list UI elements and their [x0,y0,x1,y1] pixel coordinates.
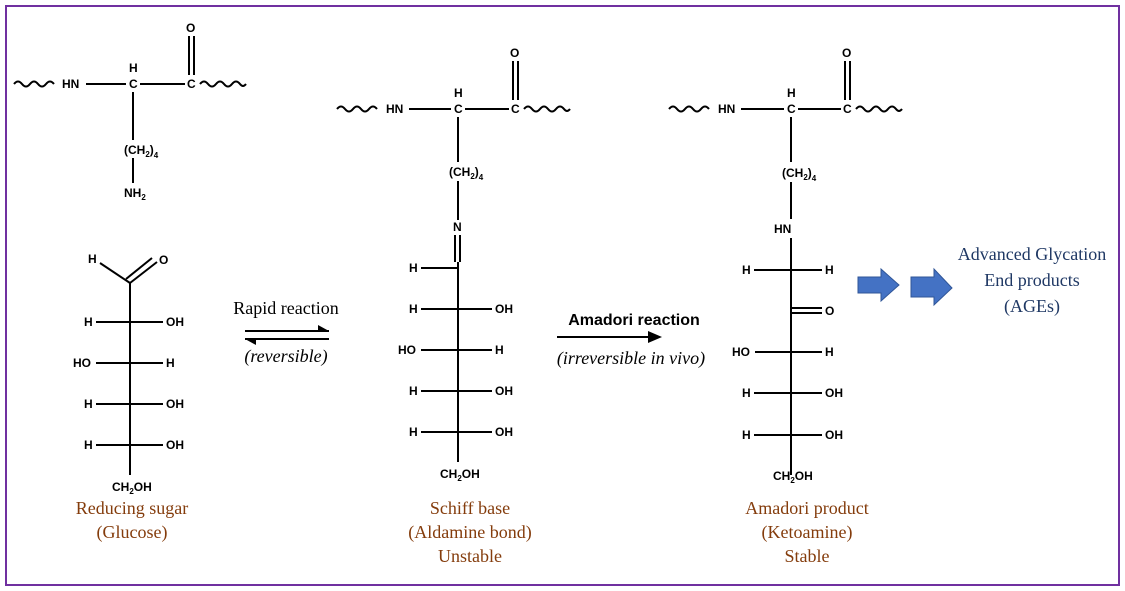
glucose-c3-h: H [166,356,175,370]
amadori-c3-h: H [825,345,834,359]
schiff-caption-line1: Schiff base [429,498,511,518]
ages-caption-line2: End products [984,270,1080,290]
amadori-amine-hn: HN [774,222,791,236]
amadori-ch2oh: CH2OH [773,469,813,485]
amadori-alpha-c: C [787,102,796,116]
amadori-c1-h-right: H [825,263,834,277]
amadori-reaction-note: (irreversible in vivo) [556,348,706,368]
amadori-keto-o: O [825,304,834,318]
schiff-c4-oh: OH [495,384,513,398]
glucose-aldehyde-o: O [159,253,168,267]
schiff-ch2-chain: (CH2)4 [449,165,484,182]
ages-caption-line3: (AGEs) [1004,296,1060,316]
schiff-c3-ho: HO [398,343,416,357]
amadori-arrow [557,331,662,343]
lysine-residue: HN C H C O (CH2)4 NH2 [13,21,247,202]
schiff-c5-oh: OH [495,425,513,439]
schiff-hn-label: HN [386,102,403,116]
lysine-ch2-chain: (CH2)4 [124,143,159,160]
glucose-caption: Reducing sugar (Glucose) [52,496,212,544]
lysine-hn-label: HN [62,77,79,91]
amadori-alpha-h: H [787,86,796,100]
amadori-reaction-label: Amadori reaction [568,312,700,329]
glucose-c2-h: H [84,315,93,329]
glucose-c2-oh: OH [166,315,184,329]
amadori-caption-line3: Stable [784,546,830,566]
glucose-c5-h: H [84,438,93,452]
amadori-carbonyl-o: O [842,46,851,60]
glucose-caption-line2: (Glucose) [96,522,168,542]
amadori-product-structure: HN C H C O (CH2)4 HN H H O HO H H OH H O… [668,46,903,485]
equilibrium-arrows [245,325,329,345]
ages-block-arrows [857,267,953,307]
schiff-alpha-h: H [454,86,463,100]
schiff-caption-line3: Unstable [438,546,502,566]
amadori-hn-label: HN [718,102,735,116]
amadori-c5-oh: OH [825,428,843,442]
lysine-alpha-h: H [129,61,138,75]
glucose-c3-ho: HO [73,356,91,370]
lysine-carbonyl-o: O [186,21,195,35]
schiff-base-structure: HN C H C O (CH2)4 N H H OH HO H H OH H O… [336,46,571,483]
glucose-c5-oh: OH [166,438,184,452]
lysine-carbonyl-c: C [187,77,196,91]
block-arrow-1 [857,267,900,303]
schiff-caption-line2: (Aldamine bond) [408,522,532,542]
schiff-imine-n: N [453,220,462,234]
schiff-c2-oh: OH [495,302,513,316]
schiff-c5-h: H [409,425,418,439]
schiff-carbonyl-o: O [510,46,519,60]
schiff-imine-h: H [409,261,418,275]
amadori-caption: Amadori product (Ketoamine) Stable [717,496,897,568]
glucose-c4-h: H [84,397,93,411]
schiff-ch2oh: CH2OH [440,467,480,483]
schiff-c3-h: H [495,343,504,357]
glucose-c4-oh: OH [166,397,184,411]
schiff-carbonyl-c: C [511,102,520,116]
block-arrow-2 [910,267,953,307]
amadori-c1-h-left: H [742,263,751,277]
schiff-c2-h: H [409,302,418,316]
amadori-c4-h: H [742,386,751,400]
amadori-ch2-chain: (CH2)4 [782,166,817,183]
amadori-c3-ho: HO [732,345,750,359]
glucose-aldehyde-h: H [88,252,97,266]
glucose-ch2oh: CH2OH [112,480,152,496]
rapid-reaction-note: (reversible) [244,346,328,366]
amadori-carbonyl-c: C [843,102,852,116]
amadori-caption-line1: Amadori product [745,498,869,518]
amadori-c4-oh: OH [825,386,843,400]
diagram-frame [5,5,1120,586]
lysine-nh2: NH2 [124,186,146,202]
rapid-reaction-label: Rapid reaction [233,298,339,318]
amadori-caption-line2: (Ketoamine) [761,522,853,542]
amadori-c5-h: H [742,428,751,442]
glucose-caption-line1: Reducing sugar [75,498,189,518]
lysine-alpha-c: C [129,77,138,91]
glucose-structure: H O H OH HO H H OH H OH CH2OH [73,252,184,496]
schiff-caption: Schiff base (Aldamine bond) Unstable [380,496,560,568]
ages-caption-line1: Advanced Glycation [957,244,1107,264]
ages-caption: Advanced Glycation End products (AGEs) [941,241,1123,319]
schiff-c4-h: H [409,384,418,398]
schiff-alpha-c: C [454,102,463,116]
